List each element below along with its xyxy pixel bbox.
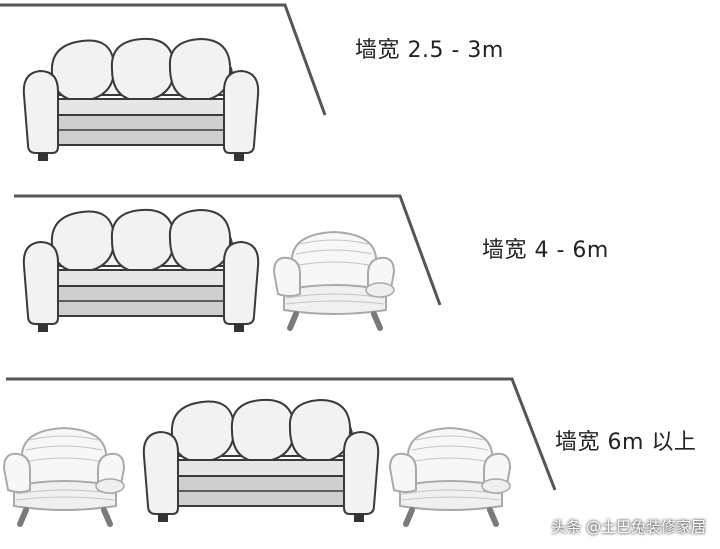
wall-line-1 — [0, 3, 327, 116]
sofa-row-3 — [142, 398, 380, 523]
wall-width-label-1: 墙宽 2.5 - 3m — [355, 38, 504, 63]
armchair-row-3-right — [390, 428, 510, 524]
wall-line-2 — [14, 194, 442, 306]
armchair-row-3-left — [4, 428, 124, 524]
wall-width-label-2: 墙宽 4 - 6m — [482, 238, 609, 263]
wall-width-label-3: 墙宽 6m 以上 — [555, 430, 697, 455]
watermark: 头条 @土巴兔装修家居 — [551, 518, 706, 536]
sofa-row-2 — [22, 208, 260, 333]
sofa-row-1 — [22, 37, 260, 162]
armchair-row-2 — [274, 232, 394, 328]
wall-line-3 — [6, 377, 557, 491]
